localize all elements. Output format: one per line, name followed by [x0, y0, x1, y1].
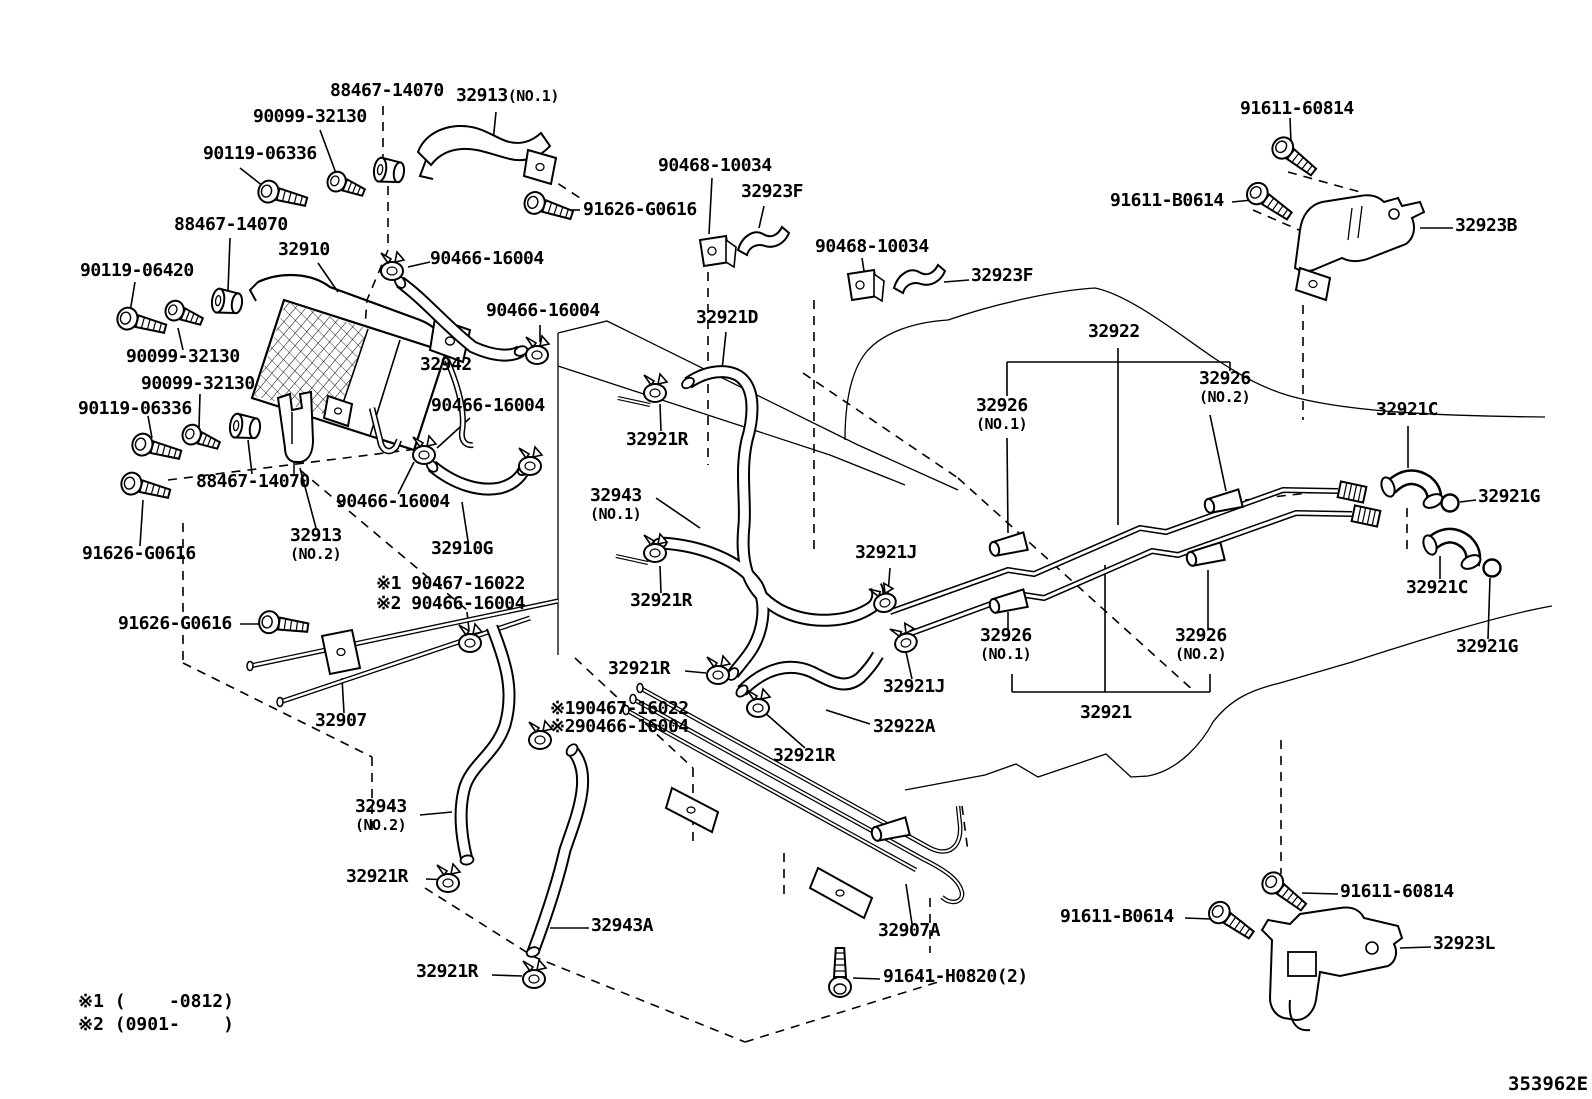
part-label: 90099-32130 — [126, 346, 240, 367]
hoses — [393, 275, 885, 958]
part-label: 32921R — [630, 590, 693, 611]
part-label: 32923F — [971, 265, 1034, 286]
part-label: 90468-10034 — [658, 155, 772, 176]
part-label: 32943(NO.2) — [355, 796, 407, 835]
part-label: 32943A — [591, 915, 654, 936]
part-label: 90119-06420 — [80, 260, 194, 281]
part-label: 32921R — [626, 429, 689, 450]
bracket-32913-no2 — [276, 390, 315, 474]
figure-code: 353962E — [1508, 1073, 1589, 1095]
part-label: ※190467-16022 — [550, 698, 689, 719]
part-label: ※2 90466-16004 — [376, 593, 525, 614]
part-label: 32922A — [873, 716, 936, 737]
part-label: 32921D — [696, 307, 759, 328]
elbows-32921c — [1380, 469, 1482, 570]
part-label: 91611-60814 — [1340, 881, 1454, 902]
part-label: 32921J — [855, 542, 918, 563]
part-label: ※1 90467-16022 — [376, 573, 525, 594]
part-label: 32926(NO.2) — [1199, 368, 1251, 407]
part-label: 91611-B0614 — [1110, 190, 1224, 211]
part-label: 32923L — [1433, 933, 1496, 954]
part-label: 32921C — [1406, 577, 1469, 598]
part-label: 32913(NO.2) — [290, 525, 342, 564]
orings-32921g — [1440, 493, 1502, 578]
part-label: 90466-16004 — [430, 248, 544, 269]
part-label: 32921R — [608, 658, 671, 679]
production-note-1: ※1 ( -0812) — [78, 991, 234, 1012]
part-label: 90468-10034 — [815, 236, 929, 257]
part-label: 32910 — [278, 239, 330, 260]
part-label: 91626-G0616 — [583, 199, 697, 220]
part-label: 32926(NO.2) — [1175, 625, 1227, 664]
part-label: 32921 — [1080, 702, 1132, 723]
plates-90468 — [698, 234, 885, 303]
part-label: 32910G — [431, 538, 494, 559]
part-label: 90466-16004 — [431, 395, 545, 416]
part-label: 32922 — [1088, 321, 1140, 342]
rail-assembly-32907a — [622, 682, 965, 920]
part-label: 90099-32130 — [253, 106, 367, 127]
part-label: 91626-G0616 — [118, 613, 232, 634]
part-label: 32942 — [420, 354, 472, 375]
part-label: 32921G — [1456, 636, 1519, 657]
part-label: 88467-14070 — [196, 471, 310, 492]
part-label: 32926(NO.1) — [976, 395, 1028, 434]
part-label: 32921R — [773, 745, 836, 766]
bracket-32923l — [1260, 906, 1404, 1032]
part-label: 32923B — [1455, 215, 1518, 236]
production-note-2: ※2 (0901- ) — [78, 1014, 234, 1035]
cylinders-32926 — [868, 488, 1244, 845]
oil-cooler-32910 — [248, 273, 474, 455]
body-outline — [557, 287, 1553, 791]
clips-32923f — [736, 225, 947, 295]
part-label: 32913(NO.1) — [456, 85, 559, 106]
part-label: 90466-16004 — [486, 300, 600, 321]
part-label: 32923F — [741, 181, 804, 202]
part-label: 88467-14070 — [174, 214, 288, 235]
part-label: 32921J — [883, 676, 946, 697]
part-label: 90119-06336 — [78, 398, 192, 419]
part-label: 91641-H0820(2) — [883, 966, 1028, 987]
part-label: 91611-60814 — [1240, 98, 1354, 119]
part-label: 32921R — [416, 961, 479, 982]
bracket-32923b — [1293, 194, 1426, 302]
part-label: 32907A — [878, 920, 941, 941]
part-label: 88467-14070 — [330, 80, 444, 101]
part-label: 90466-16004 — [336, 491, 450, 512]
part-label: 91626-G0616 — [82, 543, 196, 564]
part-label: 32921G — [1478, 486, 1541, 507]
part-label: 90099-32130 — [141, 373, 255, 394]
leader-lines — [129, 111, 1491, 980]
part-label: 32926(NO.1) — [980, 625, 1032, 664]
bracket-32913-no1 — [416, 124, 558, 186]
part-label: 32907 — [315, 710, 367, 731]
part-label: 91611-B0614 — [1060, 906, 1174, 927]
part-label: ※290466-16004 — [550, 716, 689, 737]
part-label: 32921R — [346, 866, 409, 887]
pipes-32922 — [888, 480, 1382, 641]
part-label: 90119-06336 — [203, 143, 317, 164]
part-label: 32921C — [1376, 399, 1439, 420]
part-label: 32943(NO.1) — [590, 485, 642, 524]
